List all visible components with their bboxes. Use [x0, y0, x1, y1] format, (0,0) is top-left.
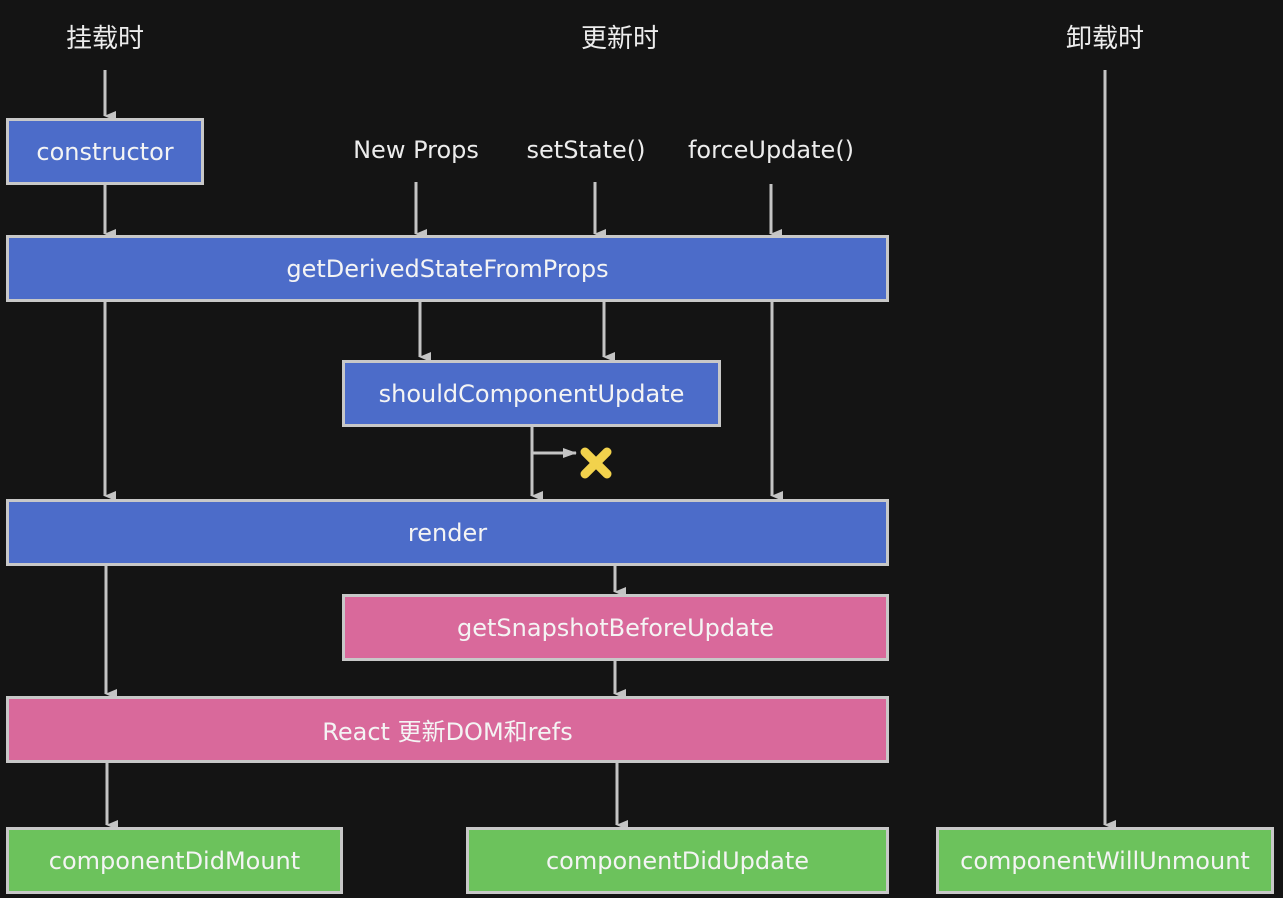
node-component-did-update: componentDidUpdate [466, 827, 889, 894]
x-mark-icon [580, 447, 612, 479]
node-label: constructor [36, 137, 174, 166]
node-label: render [407, 518, 488, 547]
phase-label-update: 更新时 [580, 24, 660, 54]
node-get-derived-state-from-props: getDerivedStateFromProps [6, 235, 889, 302]
node-label: componentDidMount [48, 846, 301, 875]
node-constructor: constructor [6, 118, 204, 185]
node-should-component-update: shouldComponentUpdate [342, 360, 721, 427]
node-label: getSnapshotBeforeUpdate [457, 613, 774, 642]
node-get-snapshot-before-update: getSnapshotBeforeUpdate [342, 594, 889, 661]
node-react-updates-dom-and-refs: React 更新DOM和refs [6, 696, 889, 763]
node-component-will-unmount: componentWillUnmount [936, 827, 1274, 894]
node-label: shouldComponentUpdate [378, 379, 685, 408]
node-label: getDerivedStateFromProps [286, 254, 609, 283]
node-component-did-mount: componentDidMount [6, 827, 343, 894]
phase-label-unmount: 卸载时 [1065, 24, 1145, 54]
trigger-force-update: forceUpdate() [687, 136, 855, 164]
node-render: render [6, 499, 889, 566]
node-label: React 更新DOM和refs [322, 718, 573, 746]
trigger-set-state: setState() [526, 136, 646, 164]
trigger-new-props: New Props [353, 136, 479, 164]
phase-label-mount: 挂载时 [65, 24, 145, 54]
node-label: componentWillUnmount [960, 846, 1250, 875]
node-label: componentDidUpdate [545, 846, 810, 875]
